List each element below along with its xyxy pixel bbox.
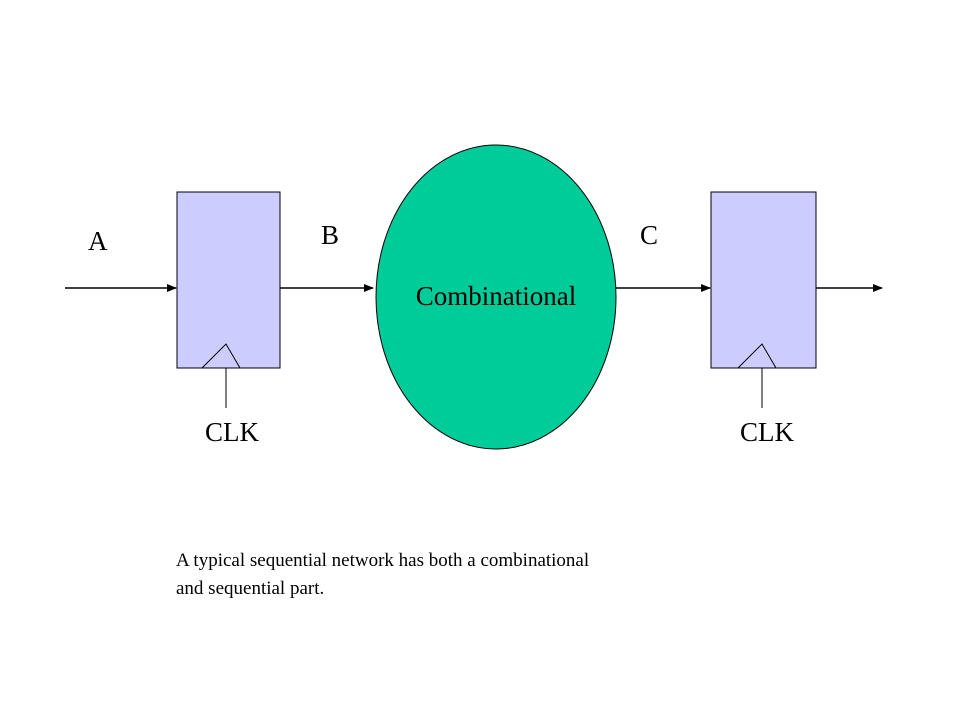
right-clock-triangle-icon xyxy=(737,343,777,369)
left-register xyxy=(176,191,281,369)
signal-b-label: B xyxy=(321,220,339,250)
combinational-logic-block xyxy=(375,144,617,450)
clk-left-label: CLK xyxy=(205,417,260,447)
clk-right-label: CLK xyxy=(740,417,795,447)
caption-line-2: and sequential part. xyxy=(176,578,325,599)
right-register xyxy=(710,191,817,369)
caption-line-1: A typical sequential network has both a … xyxy=(176,550,590,571)
signal-c-label: C xyxy=(640,220,658,250)
left-clock-triangle-icon xyxy=(201,343,241,369)
combinational-label: Combinational xyxy=(416,281,576,311)
input-a-label: A xyxy=(88,226,108,256)
caption: A typical sequential network has both a … xyxy=(176,547,776,603)
